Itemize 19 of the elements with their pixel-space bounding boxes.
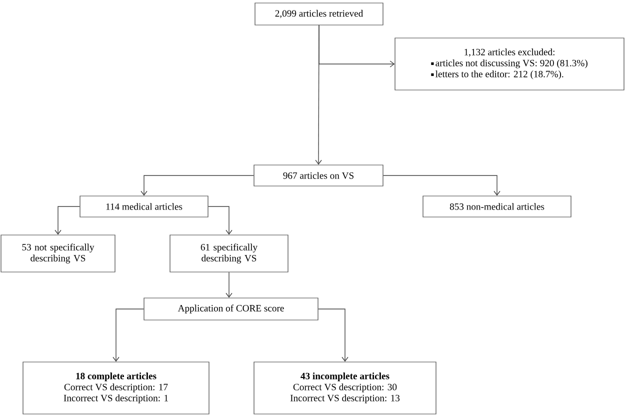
arrow: [318, 308, 348, 362]
process-box: 853 non-medical articles: [422, 196, 572, 218]
arrow: [140, 175, 254, 196]
process-box: 114 medical articles: [80, 196, 208, 218]
process-box: 53 not specifically describing VS: [0, 234, 116, 272]
arrow: [315, 24, 322, 165]
process-box: 1,132 articles excluded: articles not discussing VS: 920 (81.3%) letters to the editor: 212 (18.7%).: [394, 38, 624, 90]
arrow: [112, 308, 144, 362]
process-box: 18 complete articles Correct VS description: 17 Incorrect VS description: 1: [22, 362, 210, 414]
arrow: [54, 206, 80, 235]
arrow: [318, 24, 395, 68]
process-box: 43 incomplete articles Correct VS description: 30 Incorrect VS description: 13: [254, 362, 436, 414]
process-box: 61 specifically describing VS: [170, 234, 288, 272]
process-box: 967 articles on VS: [254, 164, 384, 186]
process-box: Application of CORE score: [144, 298, 318, 320]
arrow: [382, 175, 500, 196]
arrow: [208, 206, 232, 235]
arrow: [226, 272, 232, 298]
process-box: 2,099 articles retrieved: [254, 2, 384, 26]
